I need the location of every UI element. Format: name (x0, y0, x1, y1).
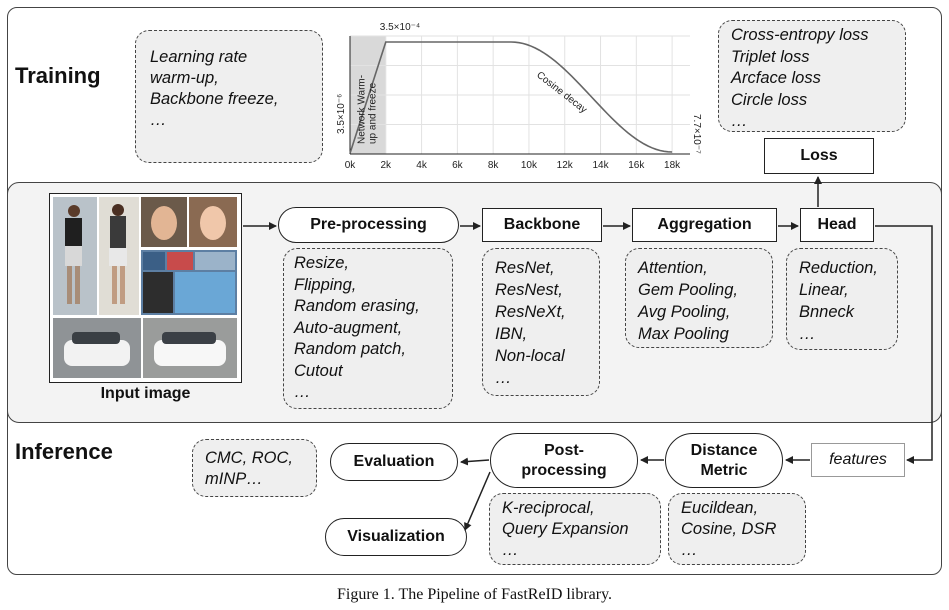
metrics-note: CMC, ROC, mINP… (192, 439, 317, 497)
end-label: 7.7×10⁻⁷ (691, 114, 702, 154)
head-item: Bnneck (799, 303, 855, 321)
backbone-item: ResNest, (495, 281, 563, 299)
head-note: Reduction, Linear, Bnneck … (786, 248, 898, 350)
loss-note-line: Cross-entropy loss (731, 26, 869, 44)
x-tick-label: 14k (592, 160, 609, 171)
training-note-line: warm-up, (150, 69, 219, 87)
head-item: Linear, (799, 281, 849, 299)
preprocessing-item: Auto-augment, (294, 318, 403, 337)
x-tick-label: 8k (488, 160, 500, 171)
input-image (49, 193, 242, 383)
x-tick-label: 12k (557, 160, 574, 171)
backbone-item: IBN, (495, 325, 528, 343)
metrics-item: CMC, ROC, (205, 449, 293, 467)
input-image-mosaic (53, 197, 237, 378)
distance-note: Eucildean, Cosine, DSR … (668, 493, 806, 565)
x-tick-label: 6k (452, 160, 464, 171)
preprocessing-item: Resize, (294, 254, 350, 272)
preprocessing-node: Pre-processing (278, 207, 459, 243)
x-tick-label: 18k (664, 160, 681, 171)
aggregation-item: Max Pooling (638, 325, 729, 343)
post-processing-note: K-reciprocal, Query Expansion … (489, 493, 661, 565)
distance-metric-node: Distance Metric (665, 433, 783, 488)
loss-note-line: … (731, 112, 748, 130)
backbone-item: ResNet, (495, 259, 555, 277)
x-tick-label: 16k (628, 160, 645, 171)
features-box: features (811, 443, 905, 477)
inference-title: Inference (15, 439, 113, 464)
aggregation-item: Attention, (638, 259, 708, 277)
evaluation-node: Evaluation (330, 443, 458, 481)
preprocessing-note: Resize, Flipping, Random erasing, Auto-a… (283, 248, 453, 409)
post-processing-item: Query Expansion (502, 520, 629, 538)
head-item: Reduction, (799, 259, 878, 277)
backbone-item: ResNeXt, (495, 303, 566, 321)
preprocessing-item: … (294, 383, 311, 401)
distance-item: Cosine, DSR (681, 520, 777, 538)
aggregation-note: Attention, Gem Pooling, Avg Pooling, Max… (625, 248, 773, 348)
backbone-note: ResNet, ResNest, ResNeXt, IBN, Non-local… (482, 248, 600, 396)
lr-schedule-chart: 0k 2k 4k 6k 8k 10k 12k 14k 16k 18k 3.5×10⁻⁴ 3.5×10⁻… (336, 22, 702, 171)
x-tick-label: 4k (416, 160, 428, 171)
aggregation-item: Gem Pooling, (638, 281, 738, 299)
preprocessing-item: Random patch, (294, 340, 406, 358)
post-processing-line: processing (521, 461, 607, 479)
loss-node: Loss (764, 138, 874, 174)
loss-note-line: Circle loss (731, 90, 808, 109)
peak-label: 3.5×10⁻⁴ (380, 22, 420, 33)
loss-note-line: Arcface loss (731, 69, 821, 87)
training-note-line: Backbone freeze, (150, 90, 279, 108)
distance-item: … (681, 541, 698, 559)
decay-label: Cosine decay (534, 70, 589, 116)
x-tick-label: 0k (345, 160, 357, 171)
head-item: … (799, 325, 816, 343)
training-note-line: … (150, 111, 167, 129)
figure-caption: Figure 1. The Pipeline of FastReID libra… (336, 586, 613, 603)
training-note-line: Learning rate (150, 48, 248, 66)
backbone-item: … (495, 369, 512, 387)
head-node: Head (800, 208, 874, 242)
training-title: Training (15, 63, 101, 88)
post-processing-item: … (502, 541, 519, 559)
warmup-label: up and freeze (367, 82, 378, 144)
start-label: 3.5×10⁻⁶ (336, 94, 347, 134)
loss-note-line: Triplet loss (731, 47, 810, 66)
loss-note: Cross-entropy loss Triplet loss Arcface … (718, 20, 906, 132)
post-processing-line: Post- (544, 441, 584, 459)
post-processing-item: K-reciprocal, (502, 499, 595, 517)
distance-metric-line: Distance (690, 441, 758, 459)
preprocessing-item: Cutout (294, 361, 343, 380)
preprocessing-item: Flipping, (294, 275, 357, 294)
lr-curve (349, 41, 673, 154)
warmup-label: Network Warm- (356, 75, 367, 144)
backbone-item: Non-local (495, 347, 565, 365)
post-processing-node: Post- processing (490, 433, 638, 488)
distance-item: Eucildean, (681, 499, 759, 517)
metrics-item: mINP… (205, 470, 263, 488)
x-tick-label: 2k (381, 160, 393, 171)
input-image-label: Input image (100, 385, 191, 402)
training-note: Learning rate warm-up, Backbone freeze, … (135, 30, 323, 163)
visualization-node: Visualization (325, 518, 467, 556)
preprocessing-item: Random erasing, (294, 297, 420, 315)
aggregation-node: Aggregation (632, 208, 777, 242)
distance-metric-line: Metric (700, 461, 748, 479)
x-tick-label: 10k (521, 160, 538, 171)
backbone-node: Backbone (482, 208, 602, 242)
aggregation-item: Avg Pooling, (638, 303, 731, 321)
